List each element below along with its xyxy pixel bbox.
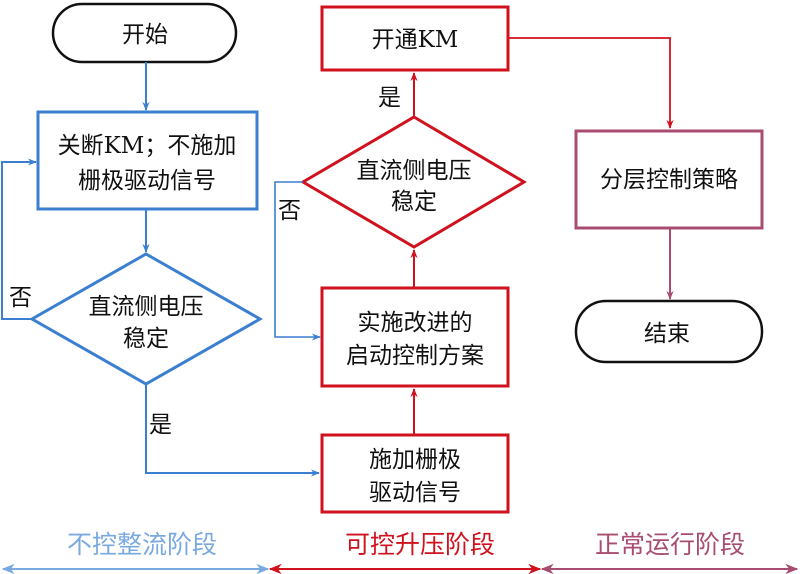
improved-start-line1: 实施改进的 <box>358 310 473 336</box>
off-km-line1: 关断KM；不施加 <box>58 133 237 159</box>
check2-no-label: 否 <box>278 198 301 224</box>
edge-onkm-to-layered <box>508 37 674 129</box>
on-km-label: 开通KM <box>372 27 459 53</box>
check2-line1: 直流侧电压 <box>357 158 472 184</box>
layered-control-label: 分层控制策略 <box>600 167 738 193</box>
edge-check2-no <box>274 181 321 341</box>
apply-gate-line2: 驱动信号 <box>369 480 461 506</box>
layered-control-box: 分层控制策略 <box>574 129 764 230</box>
edge-check1-yes <box>145 384 320 477</box>
apply-gate-line1: 施加栅极 <box>369 447 461 473</box>
start-label: 开始 <box>122 22 168 48</box>
phase-label-normal: 正常运行阶段 <box>595 530 745 559</box>
check1-line1: 直流侧电压 <box>89 294 204 320</box>
check1-yes-label: 是 <box>149 412 172 438</box>
on-km-box: 开通KM <box>320 5 510 72</box>
apply-gate-box: 施加栅极 驱动信号 <box>320 433 510 514</box>
improved-start-line2: 启动控制方案 <box>346 343 484 369</box>
phase-label-boost: 可控升压阶段 <box>345 530 495 559</box>
edge-check1-no <box>1 158 37 320</box>
off-km-line2: 栅极驱动信号 <box>78 168 216 194</box>
improved-start-box: 实施改进的 启动控制方案 <box>320 286 510 388</box>
check1-no-label: 否 <box>9 285 32 311</box>
check2-yes-label: 是 <box>378 85 401 111</box>
end-label: 结束 <box>644 321 690 347</box>
start-terminal: 开始 <box>51 2 238 64</box>
check1-line2: 稳定 <box>123 326 169 352</box>
check2-diamond: 直流侧电压 稳定 <box>300 115 527 249</box>
check2-line2: 稳定 <box>391 189 437 215</box>
phase-label-uncontrolled: 不控整流阶段 <box>67 530 217 559</box>
check1-diamond: 直流侧电压 稳定 <box>28 252 264 386</box>
end-terminal: 结束 <box>574 299 764 364</box>
off-km-box: 关断KM；不施加 栅极驱动信号 <box>36 110 259 211</box>
